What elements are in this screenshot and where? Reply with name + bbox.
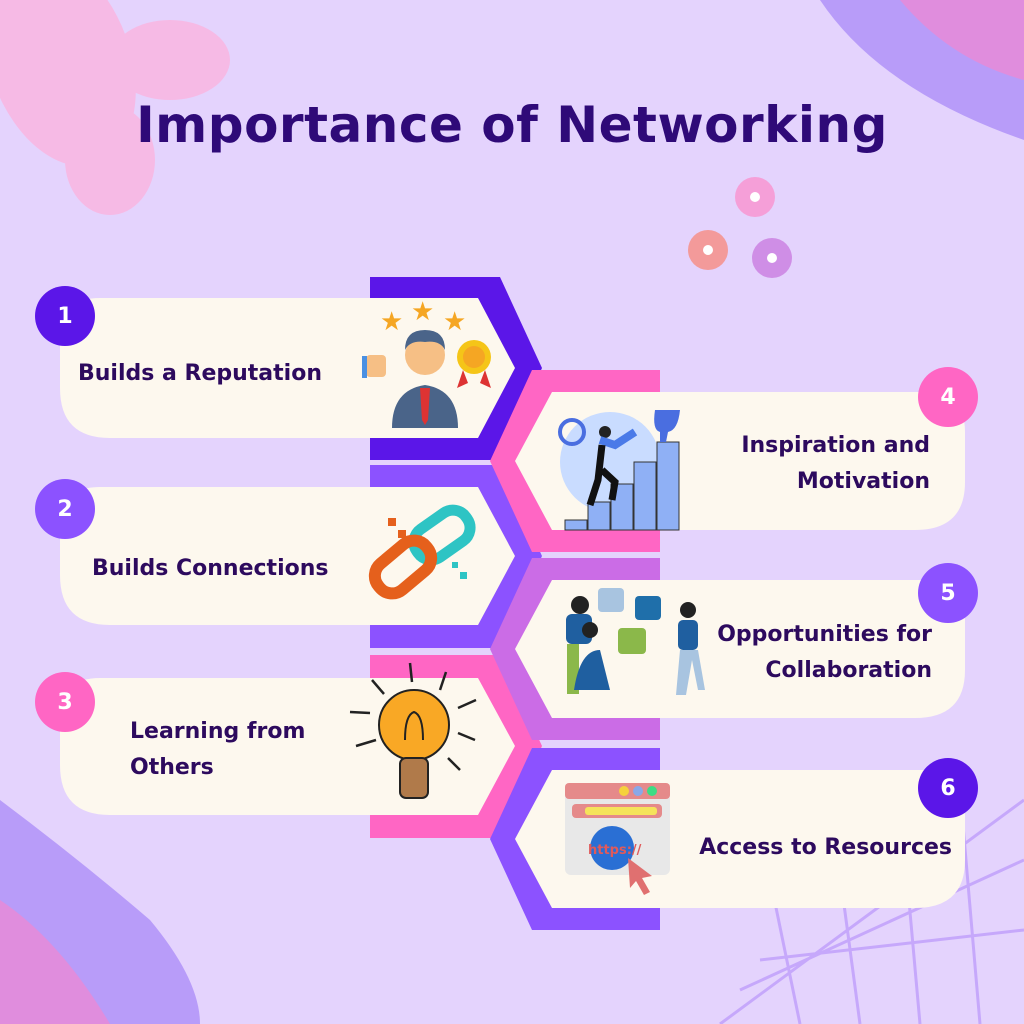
step-badge-4: 4 [918, 367, 978, 427]
item-label-3: Learning from Others [130, 719, 306, 780]
climbing-steps-trophy-icon [558, 410, 680, 531]
item-label-2: Builds Connections [92, 556, 329, 581]
step-badge-1: 1 [35, 286, 95, 346]
browser-globe-icon: https:// [565, 783, 670, 895]
card-5 [515, 580, 965, 718]
browser-url-text: https:// [588, 843, 642, 858]
wave-decoration [0, 900, 110, 1024]
svg-text:★: ★ [411, 297, 434, 327]
team-puzzle-icon [566, 588, 705, 695]
grid-decoration [719, 789, 1024, 1024]
step-badge-3: 3 [35, 672, 95, 732]
step-badge-6: 6 [918, 758, 978, 818]
small-flowers-decoration [688, 177, 792, 278]
wave-decoration [900, 0, 1024, 80]
item-label-1: Builds a Reputation [78, 361, 322, 386]
item-label-6: Access to Resources [699, 835, 952, 860]
step-badge-2: 2 [35, 479, 95, 539]
svg-text:★: ★ [380, 307, 403, 337]
svg-text:★: ★ [443, 307, 466, 337]
flower-decoration [0, 0, 230, 215]
item-label-4: Inspiration and Motivation [741, 433, 930, 494]
step-badge-5: 5 [918, 563, 978, 623]
businessman-stars-award-icon: ★ ★ ★ [362, 297, 491, 428]
chain-link-icon [368, 504, 476, 600]
light-bulb-icon [349, 662, 477, 799]
item-label-5: Opportunities for Collaboration [717, 622, 932, 683]
page-title: Importance of Networking [136, 96, 888, 154]
